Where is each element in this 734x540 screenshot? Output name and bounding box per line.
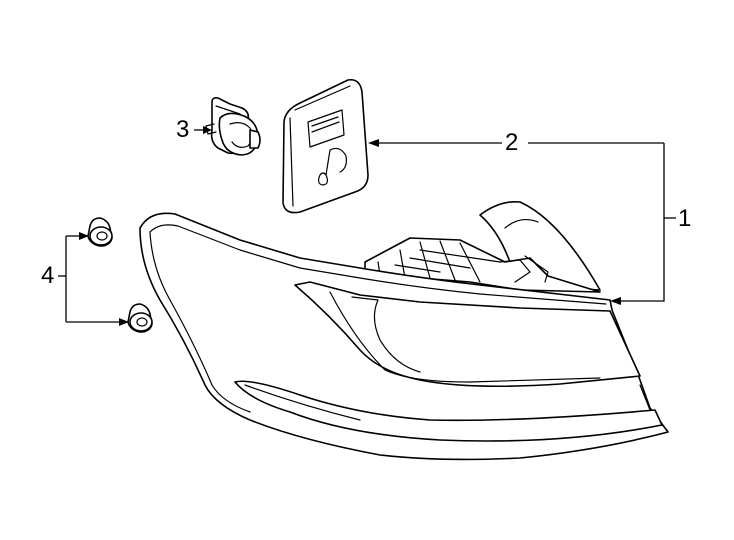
leader-1 — [610, 143, 676, 305]
callout-3: 3 — [174, 116, 192, 143]
access-cover — [282, 78, 369, 214]
leader-4 — [58, 232, 129, 326]
tail-lamp-assembly — [139, 200, 669, 461]
leader-2 — [368, 139, 664, 147]
bulb-socket — [205, 97, 261, 156]
callout-2: 2 — [503, 129, 521, 156]
callout-1: 1 — [676, 205, 694, 232]
leader-3 — [194, 126, 212, 134]
callout-4: 4 — [39, 262, 57, 289]
nut-lower — [127, 303, 153, 333]
nut-upper — [87, 217, 113, 247]
